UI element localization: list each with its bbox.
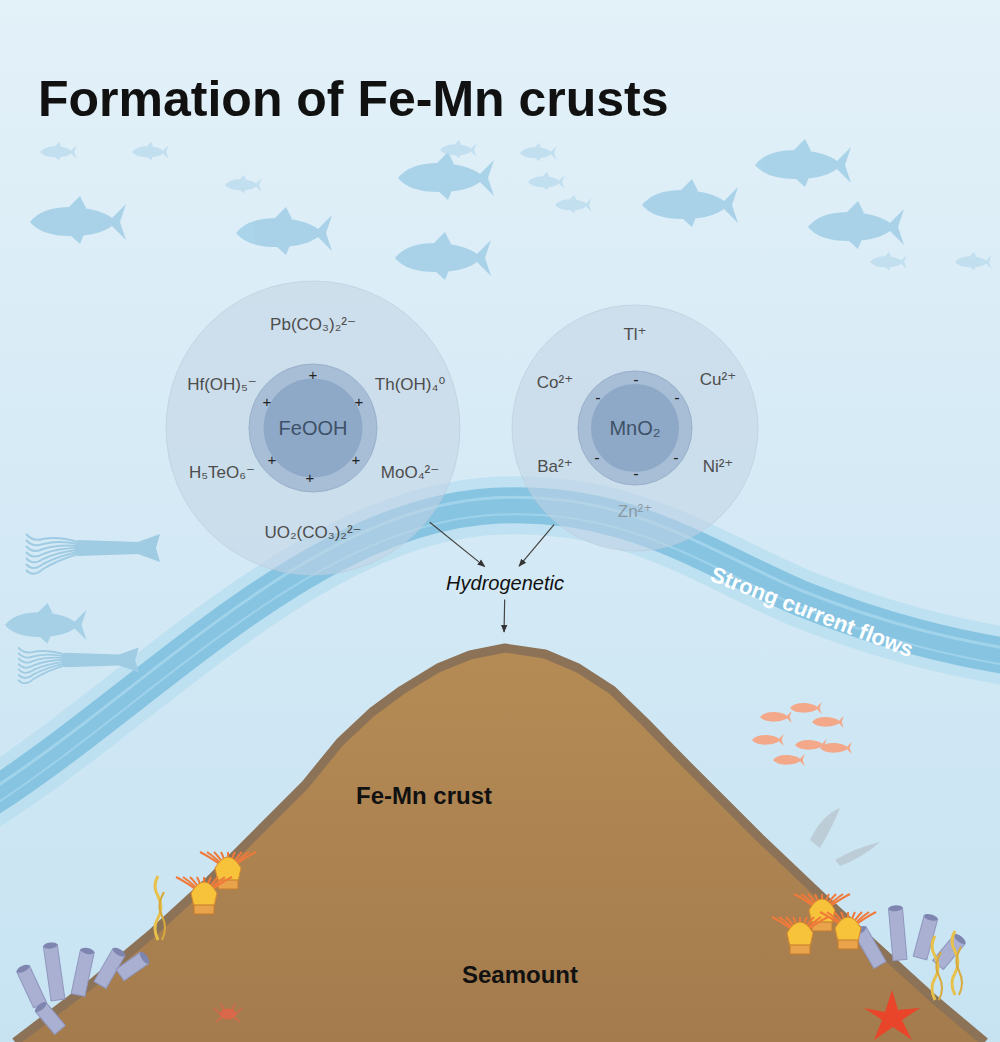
node-text: H₅TeO₆⁻: [189, 463, 255, 483]
node-text: Cu²⁺: [700, 370, 736, 390]
small-fish: [773, 754, 805, 766]
fish-silhouette: [398, 152, 494, 200]
node-text: MnO₂: [609, 417, 660, 440]
node-text: UO₂(CO₃)₂²⁻: [264, 523, 361, 543]
fish-silhouette: [642, 179, 738, 227]
crust-label: Fe-Mn crust: [356, 782, 492, 810]
charge-sign: -: [594, 449, 599, 467]
fish-silhouette: [236, 207, 332, 255]
small-fish: [790, 702, 822, 714]
fish-silhouette: [440, 140, 476, 158]
current-label: Strong current flows: [707, 562, 917, 663]
fish-silhouette: [528, 172, 564, 190]
node-text: Seamount: [462, 961, 578, 989]
flow-arrow: [519, 525, 554, 567]
fish-silhouette: [808, 201, 904, 249]
fish-silhouette: [870, 252, 906, 270]
charge-sign: -: [633, 465, 638, 483]
fish-silhouette: [132, 142, 168, 160]
small-fish: [812, 716, 844, 728]
node-text: Zn²⁺: [618, 502, 652, 522]
charge-sign: +: [352, 451, 361, 468]
small-fish: [752, 734, 784, 746]
node-text: Ba²⁺: [537, 457, 572, 477]
flow-arrow: [503, 600, 505, 633]
node-text: Th(OH)₄⁰: [375, 375, 445, 395]
charge-sign: +: [309, 366, 318, 383]
node-text: Tl⁺: [623, 325, 646, 345]
charge-sign: +: [306, 469, 315, 486]
fish-silhouette: [755, 139, 851, 187]
fish-silhouette: [225, 175, 261, 193]
node-text: FeOOH: [279, 417, 348, 440]
fish-silhouette: [955, 252, 991, 270]
node-text: Pb(CO₃)₂²⁻: [270, 315, 356, 335]
fish-silhouette: [5, 603, 87, 644]
fish-silhouette: [555, 195, 591, 213]
node-text: Co²⁺: [537, 373, 573, 393]
squid-silhouette: [18, 647, 139, 683]
grey-fish: [810, 808, 880, 866]
node-text: MoO₄²⁻: [381, 463, 439, 483]
process-label: Hydrogenetic: [440, 569, 570, 598]
charge-sign: +: [268, 451, 277, 468]
ion-cloud: Pb(CO₃)₂²⁻ Hf(OH)₅⁻ Th(OH)₄⁰ H₅TeO₆⁻ MoO₄²⁻ U…: [165, 280, 461, 576]
squid-silhouette: [26, 534, 160, 574]
ion-cloud: Tl⁺Co²⁺Cu²⁺Ba²⁺Ni²⁺Zn²⁺MnO₂------: [511, 304, 759, 552]
seamount: Seamount: [0, 640, 1000, 1042]
small-fish: [820, 742, 852, 754]
fish-silhouette: [520, 143, 556, 161]
diagram-title: Formation of Fe-Mn crusts: [38, 70, 669, 128]
charge-sign: +: [355, 393, 364, 410]
fish-silhouette: [30, 196, 126, 244]
node-text: Hydrogenetic: [446, 572, 564, 595]
node-text: Ni²⁺: [703, 457, 734, 477]
charge-sign: -: [633, 371, 638, 389]
small-fish: [760, 711, 792, 723]
flow-arrow: [430, 522, 485, 566]
charge-sign: -: [673, 449, 678, 467]
charge-sign: -: [595, 389, 600, 407]
mno2-particle: MnO₂------: [577, 370, 693, 486]
charge-sign: -: [674, 389, 679, 407]
charge-sign: +: [263, 393, 272, 410]
fish-silhouette: [395, 232, 491, 280]
node-text: Hf(OH)₅⁻: [187, 375, 257, 395]
feooh-particle: FeOOH++++++: [248, 363, 378, 493]
fish-silhouette: [40, 142, 76, 160]
